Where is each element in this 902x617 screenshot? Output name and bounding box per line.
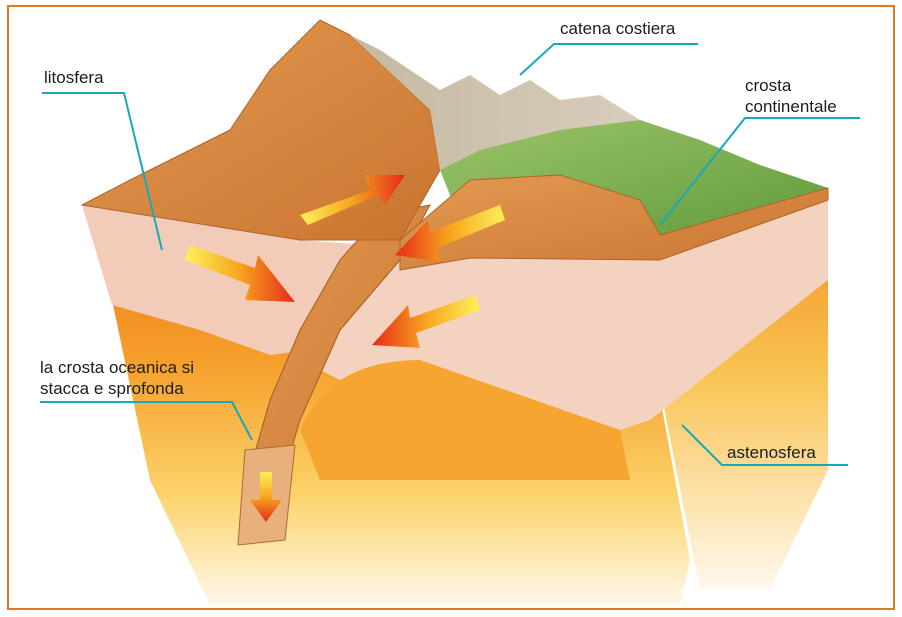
- label-catena-costiera: catena costiera: [560, 18, 675, 39]
- label-crosta-continentale-line2: continentale: [745, 96, 837, 117]
- label-crosta-continentale-line1: crosta: [745, 75, 791, 96]
- leader-catena: [520, 44, 698, 75]
- label-litosfera: litosfera: [44, 67, 104, 88]
- label-crosta-oceanica-line2: stacca e sprofonda: [40, 378, 184, 399]
- label-crosta-oceanica-line1: la crosta oceanica si: [40, 357, 194, 378]
- label-astenosfera: astenosfera: [727, 442, 816, 463]
- left-crust: [82, 20, 440, 240]
